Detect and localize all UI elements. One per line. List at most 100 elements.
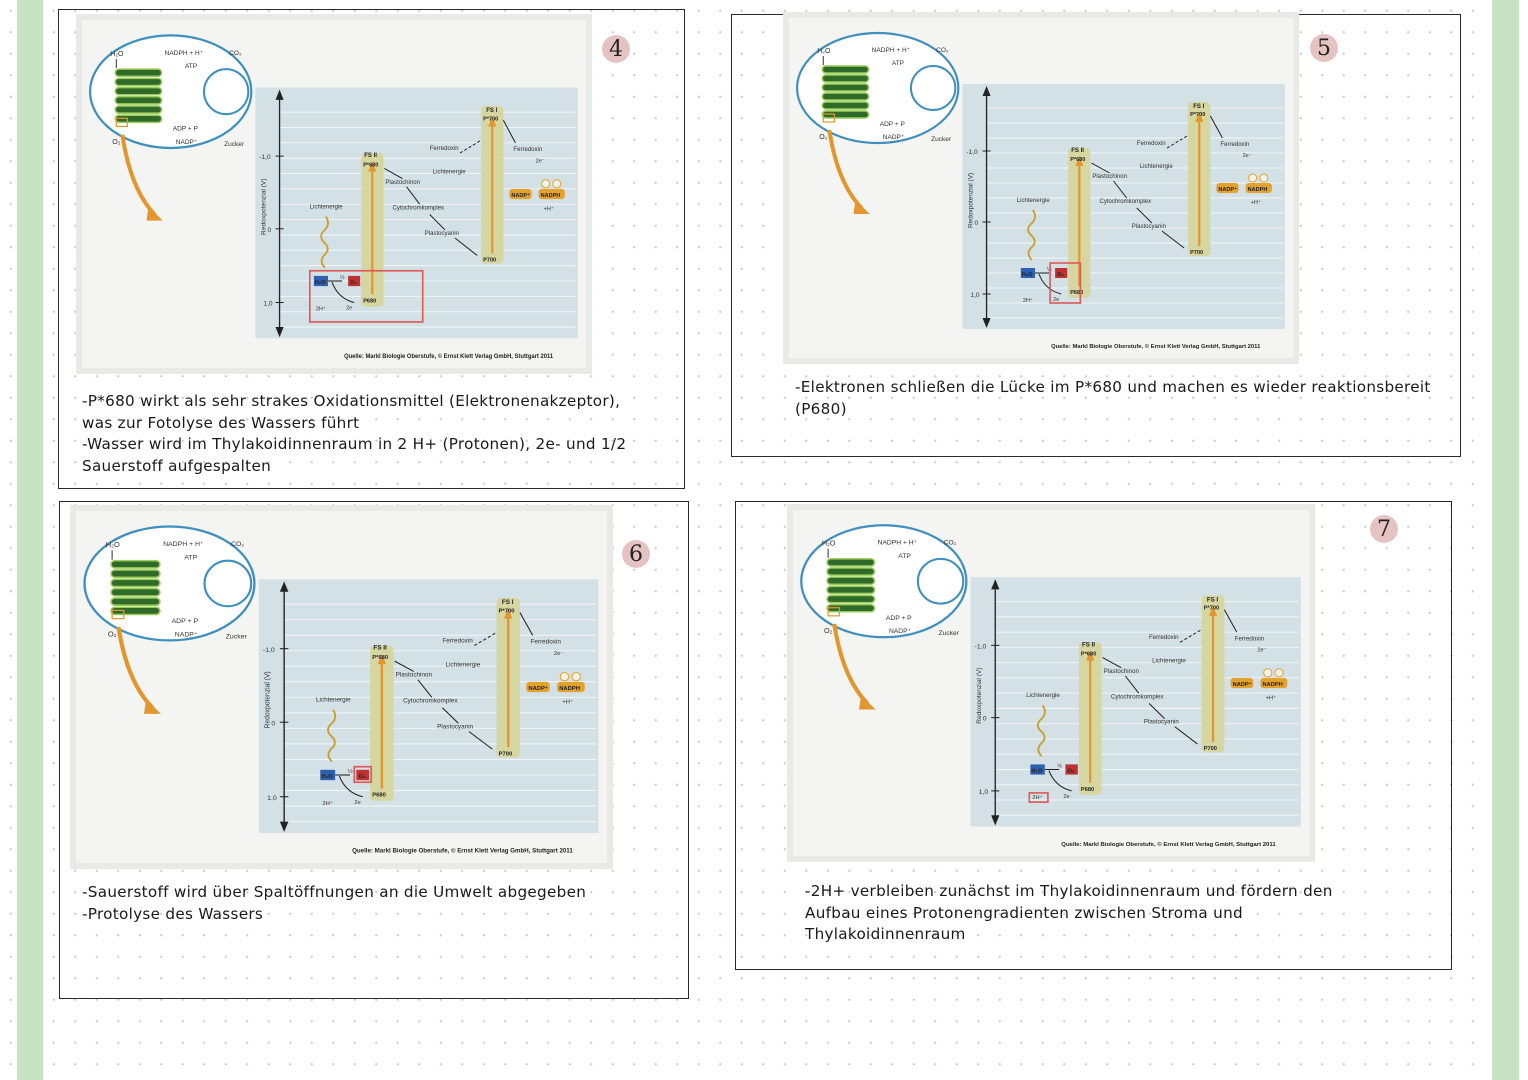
slide-note: -Elektronen schließen die Lücke im P*680… — [795, 378, 1431, 418]
diagram-photo: H₂O O₂ NADPH + H⁺ ATP CO₂ ADP + P NADP⁺ … — [789, 18, 1293, 358]
right-margin-strip — [1492, 0, 1519, 1080]
two-e-label: 2e⁻ — [1243, 153, 1252, 159]
thylakoid-stack — [110, 559, 161, 620]
y-axis-label: Redoxpotenzial (V) — [260, 178, 267, 235]
diagram-photo: H₂O O₂ NADPH + H⁺ ATP CO₂ ADP + P NADP⁺ … — [76, 511, 607, 863]
two-e-small-label: 2e — [1063, 794, 1069, 800]
nadp-box-label: NADP⁺ — [528, 685, 548, 692]
o2-box — [356, 769, 370, 781]
thylakoid-stack — [826, 558, 876, 617]
chloroplast: H₂O O₂ NADPH + H⁺ ATP CO₂ ADP + P NADP⁺ … — [88, 34, 253, 150]
zoom-arrowhead — [146, 206, 163, 221]
source-caption: Quelle: Markl Biologie Oberstufe, © Erns… — [352, 848, 573, 855]
two-e-small-label: 2e — [346, 306, 352, 312]
slide-note: -Sauerstoff wird über Spaltöffnungen an … — [82, 883, 587, 923]
ferredoxin-grey-label: Ferredoxin — [1149, 634, 1179, 641]
h2o-box-label: H₂O — [321, 774, 333, 780]
h2o-label: H₂O — [817, 48, 831, 55]
fs2-label: FS II — [1082, 641, 1095, 648]
adp-label: ADP + P — [173, 126, 199, 133]
plus-h-label: +H⁺ — [1266, 694, 1276, 701]
fs1-label: FS I — [502, 599, 514, 606]
o2-label: O₂ — [108, 629, 117, 638]
h2o-box-label: H₂O — [1031, 769, 1043, 775]
two-h-label: 2H⁺ — [322, 800, 333, 807]
lichtenergie-label: Lichtenergie — [446, 661, 481, 668]
atp-label: ATP — [898, 553, 911, 560]
cytochromkomplex-label: Cytochromkomplex — [1111, 693, 1164, 700]
atp-label: ATP — [185, 63, 198, 70]
h2o-label: H₂O — [110, 50, 124, 58]
slide-number: 4 — [602, 35, 630, 63]
ferredoxin-label: Ferredoxin — [1235, 635, 1265, 642]
p680-excited-label: P*680 — [1070, 157, 1085, 163]
h2o-box-label: H₂O — [315, 280, 326, 286]
lichtenergie-label: Lichtenergie — [433, 168, 466, 175]
p680-label: P680 — [1081, 787, 1094, 793]
p680-label: P680 — [363, 298, 376, 304]
p680-label: P680 — [1070, 290, 1083, 296]
nadp-box — [509, 188, 532, 200]
o2-label: O₂ — [112, 138, 120, 146]
two-h-label: 2H⁺ — [316, 306, 326, 313]
highlight-box — [1028, 792, 1049, 803]
calvin-cycle-circle — [202, 68, 250, 116]
co2-label: CO₂ — [229, 50, 242, 57]
p700-excited-label: P*700 — [1204, 606, 1219, 612]
co2-label: CO₂ — [936, 47, 949, 54]
nadph-box — [557, 681, 585, 693]
plastocyanin-label: Plastocyanin — [1132, 224, 1166, 230]
highlight-box — [353, 765, 373, 784]
ferredoxin-grey-label: Ferredoxin — [442, 638, 473, 645]
cytochromkomplex-label: Cytochromkomplex — [1099, 199, 1151, 205]
o2-box-label: O₂ — [1068, 769, 1075, 775]
nadp-label: NADP⁺ — [175, 631, 198, 638]
lichtenergie-label: Lichtenergie — [1017, 198, 1051, 204]
p680-excited-label: P*680 — [372, 655, 388, 661]
left-margin-strip — [17, 0, 43, 1080]
source-caption: Quelle: Markl Biologie Oberstufe, © Erns… — [1061, 841, 1276, 848]
p700-excited-label: P*700 — [1190, 112, 1205, 118]
adp-label: ADP + P — [172, 618, 199, 625]
slide-note: -P*680 wirkt als sehr strakes Oxidations… — [82, 392, 627, 475]
plastocyanin-label: Plastocyanin — [425, 230, 459, 237]
lichtenergie-label: Lichtenergie — [310, 203, 343, 210]
light-wave — [327, 709, 337, 763]
nadph-box-label: NADPH — [1248, 187, 1268, 193]
slide-card-5 — [731, 14, 1461, 457]
fs2-label: FS II — [1071, 148, 1084, 154]
h2o-box — [320, 769, 336, 781]
fs1-label: FS I — [486, 107, 497, 114]
nadp-box — [526, 681, 550, 693]
cytochromkomplex-label: Cytochromkomplex — [392, 204, 444, 211]
slide-number: 5 — [1310, 34, 1338, 62]
chloroplast: H₂O O₂ NADPH + H⁺ ATP CO₂ ADP + P NADP⁺ … — [795, 31, 960, 145]
fs1-label: FS I — [1193, 104, 1204, 110]
adp-label: ADP + P — [880, 121, 905, 128]
o2-box — [348, 275, 361, 287]
ferredoxin-label: Ferredoxin — [513, 146, 542, 153]
plus-h-label: +H⁺ — [1251, 199, 1261, 206]
nadph-box-label: NADPH — [559, 686, 580, 692]
nadph-box-label: NADPH — [1263, 682, 1283, 688]
photosynthesis-diagram: H₂O O₂ NADPH + H⁺ ATP CO₂ ADP + P NADP⁺ … — [83, 525, 599, 855]
redox-panel: -1,0 0 1,0 Redoxpotenzial (V) FS II P*68… — [962, 84, 1285, 329]
half-label: ½ — [1057, 762, 1062, 769]
tick-label: 1,0 — [970, 292, 979, 299]
lichtenergie-label: Lichtenergie — [316, 697, 351, 704]
nadp-box-label: NADP⁺ — [1218, 186, 1237, 193]
p680-excited-label: P*680 — [363, 162, 378, 168]
light-wave — [1027, 209, 1036, 261]
p700-label: P700 — [1204, 746, 1217, 752]
nadp-box-label: NADP⁺ — [511, 192, 530, 199]
slide-number: 6 — [622, 540, 650, 568]
slide-card-7 — [735, 501, 1452, 970]
plastochinon-label: Plastochinon — [1092, 174, 1127, 180]
source-caption: Quelle: Markl Biologie Oberstufe, © Erns… — [1051, 343, 1261, 350]
nadph-label: NADPH + H⁺ — [872, 47, 911, 54]
o2-box — [1055, 268, 1068, 278]
co2-label: CO₂ — [944, 540, 957, 547]
h2o-box — [313, 275, 328, 287]
plastocyanin-label: Plastocyanin — [437, 723, 474, 730]
lichtenergie-label: Lichtenergie — [1026, 692, 1060, 699]
